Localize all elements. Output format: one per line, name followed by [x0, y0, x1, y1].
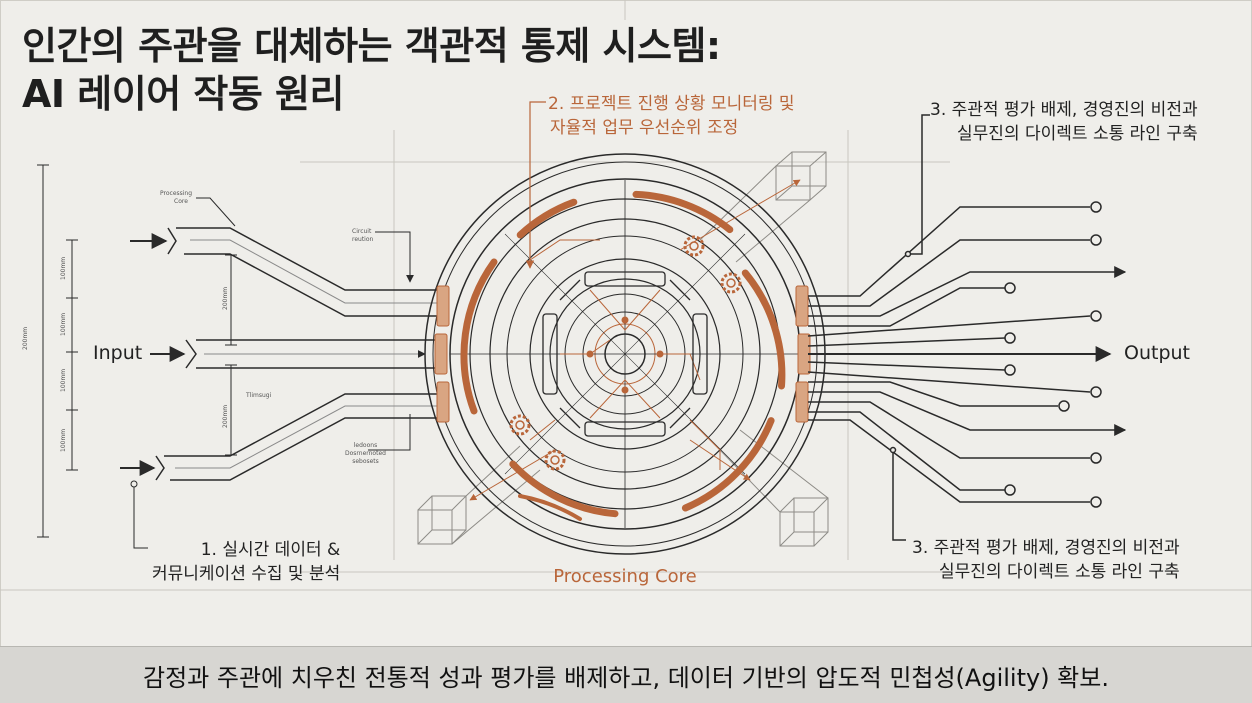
- step-3-bottom-line-2: 실무진의 다이렉트 소통 라인 구축: [939, 562, 1180, 582]
- processing-core: [424, 153, 826, 555]
- tiny-label-circuit: Circuit reution: [352, 228, 373, 244]
- tiny-text: Dosrnernoted: [345, 450, 386, 457]
- processing-core-label: Processing Core: [553, 566, 697, 587]
- dim-label: 100mm: [60, 256, 67, 280]
- dim-label: 200mm: [222, 286, 229, 310]
- leader-lines: [133, 197, 414, 549]
- tiny-text: Circuit: [352, 228, 372, 235]
- footer-banner: 감정과 주관에 치우친 전통적 성과 평가를 배제하고, 데이터 기반의 압도적…: [0, 646, 1252, 703]
- dim-label: 200mm: [222, 404, 229, 428]
- tiny-text: Processing: [160, 190, 193, 197]
- dim-label: 200mm: [22, 326, 29, 350]
- input-label: Input: [93, 342, 143, 364]
- title-line-1: 인간의 주관을 대체하는 객관적 통제 시스템:: [22, 24, 721, 68]
- dimension-lines: [37, 164, 237, 538]
- input-arrows: [120, 233, 186, 476]
- step-1-label: 1. 실시간 데이터 & 커뮤니케이션 수집 및 분석: [152, 538, 340, 586]
- tiny-text: sebosets: [352, 458, 379, 465]
- dim-label: 100mm: [60, 428, 67, 452]
- step-3-top-line-1: 3. 주관적 평가 배제, 경영진의 비전과: [930, 100, 1198, 120]
- tiny-label-bottom-note: ledoons Dosrnernoted sebosets: [345, 442, 386, 466]
- step-3-bottom-label: 3. 주관적 평가 배제, 경영진의 비전과 실무진의 다이렉트 소통 라인 구…: [912, 536, 1180, 584]
- step-2-line-1: 2. 프로젝트 진행 상황 모니터링 및: [548, 94, 795, 114]
- step-1-line-1: 1. 실시간 데이터 &: [200, 540, 341, 560]
- page-title: 인간의 주관을 대체하는 객관적 통제 시스템: AI 레이어 작동 원리: [22, 22, 721, 118]
- step-3-top-line-2: 실무진의 다이렉트 소통 라인 구축: [957, 124, 1198, 144]
- dim-label: 100mm: [60, 368, 67, 392]
- step-3-bottom-line-1: 3. 주관적 평가 배제, 경영진의 비전과: [912, 538, 1180, 558]
- tiny-label-timesugi: Tlimsugi: [246, 392, 272, 399]
- gear-icons: [509, 235, 742, 471]
- tiny-text: Core: [174, 198, 188, 205]
- step-1-line-2: 커뮤니케이션 수집 및 분석: [152, 564, 341, 584]
- output-terminals: [889, 201, 1102, 508]
- step-2-line-2: 자율적 업무 우선순위 조정: [550, 118, 739, 138]
- tiny-label-processing-core: Processing Core: [160, 190, 192, 206]
- input-channels: [155, 227, 440, 481]
- dim-label: 100mm: [60, 312, 67, 336]
- system-diagram: [0, 0, 1252, 591]
- title-line-2: AI 레이어 작동 원리: [22, 72, 344, 116]
- tiny-text: reution: [352, 236, 374, 243]
- footer-text: 감정과 주관에 치우친 전통적 성과 평가를 배제하고, 데이터 기반의 압도적…: [143, 663, 1109, 692]
- step-2-label: 2. 프로젝트 진행 상황 모니터링 및 자율적 업무 우선순위 조정: [548, 92, 795, 140]
- wireframe-boxes: [417, 151, 829, 547]
- output-label: Output: [1124, 342, 1190, 364]
- step-3-top-label: 3. 주관적 평가 배제, 경영진의 비전과 실무진의 다이렉트 소통 라인 구…: [930, 98, 1198, 146]
- tiny-text: ledoons: [353, 442, 378, 449]
- output-circuit: [807, 114, 1127, 541]
